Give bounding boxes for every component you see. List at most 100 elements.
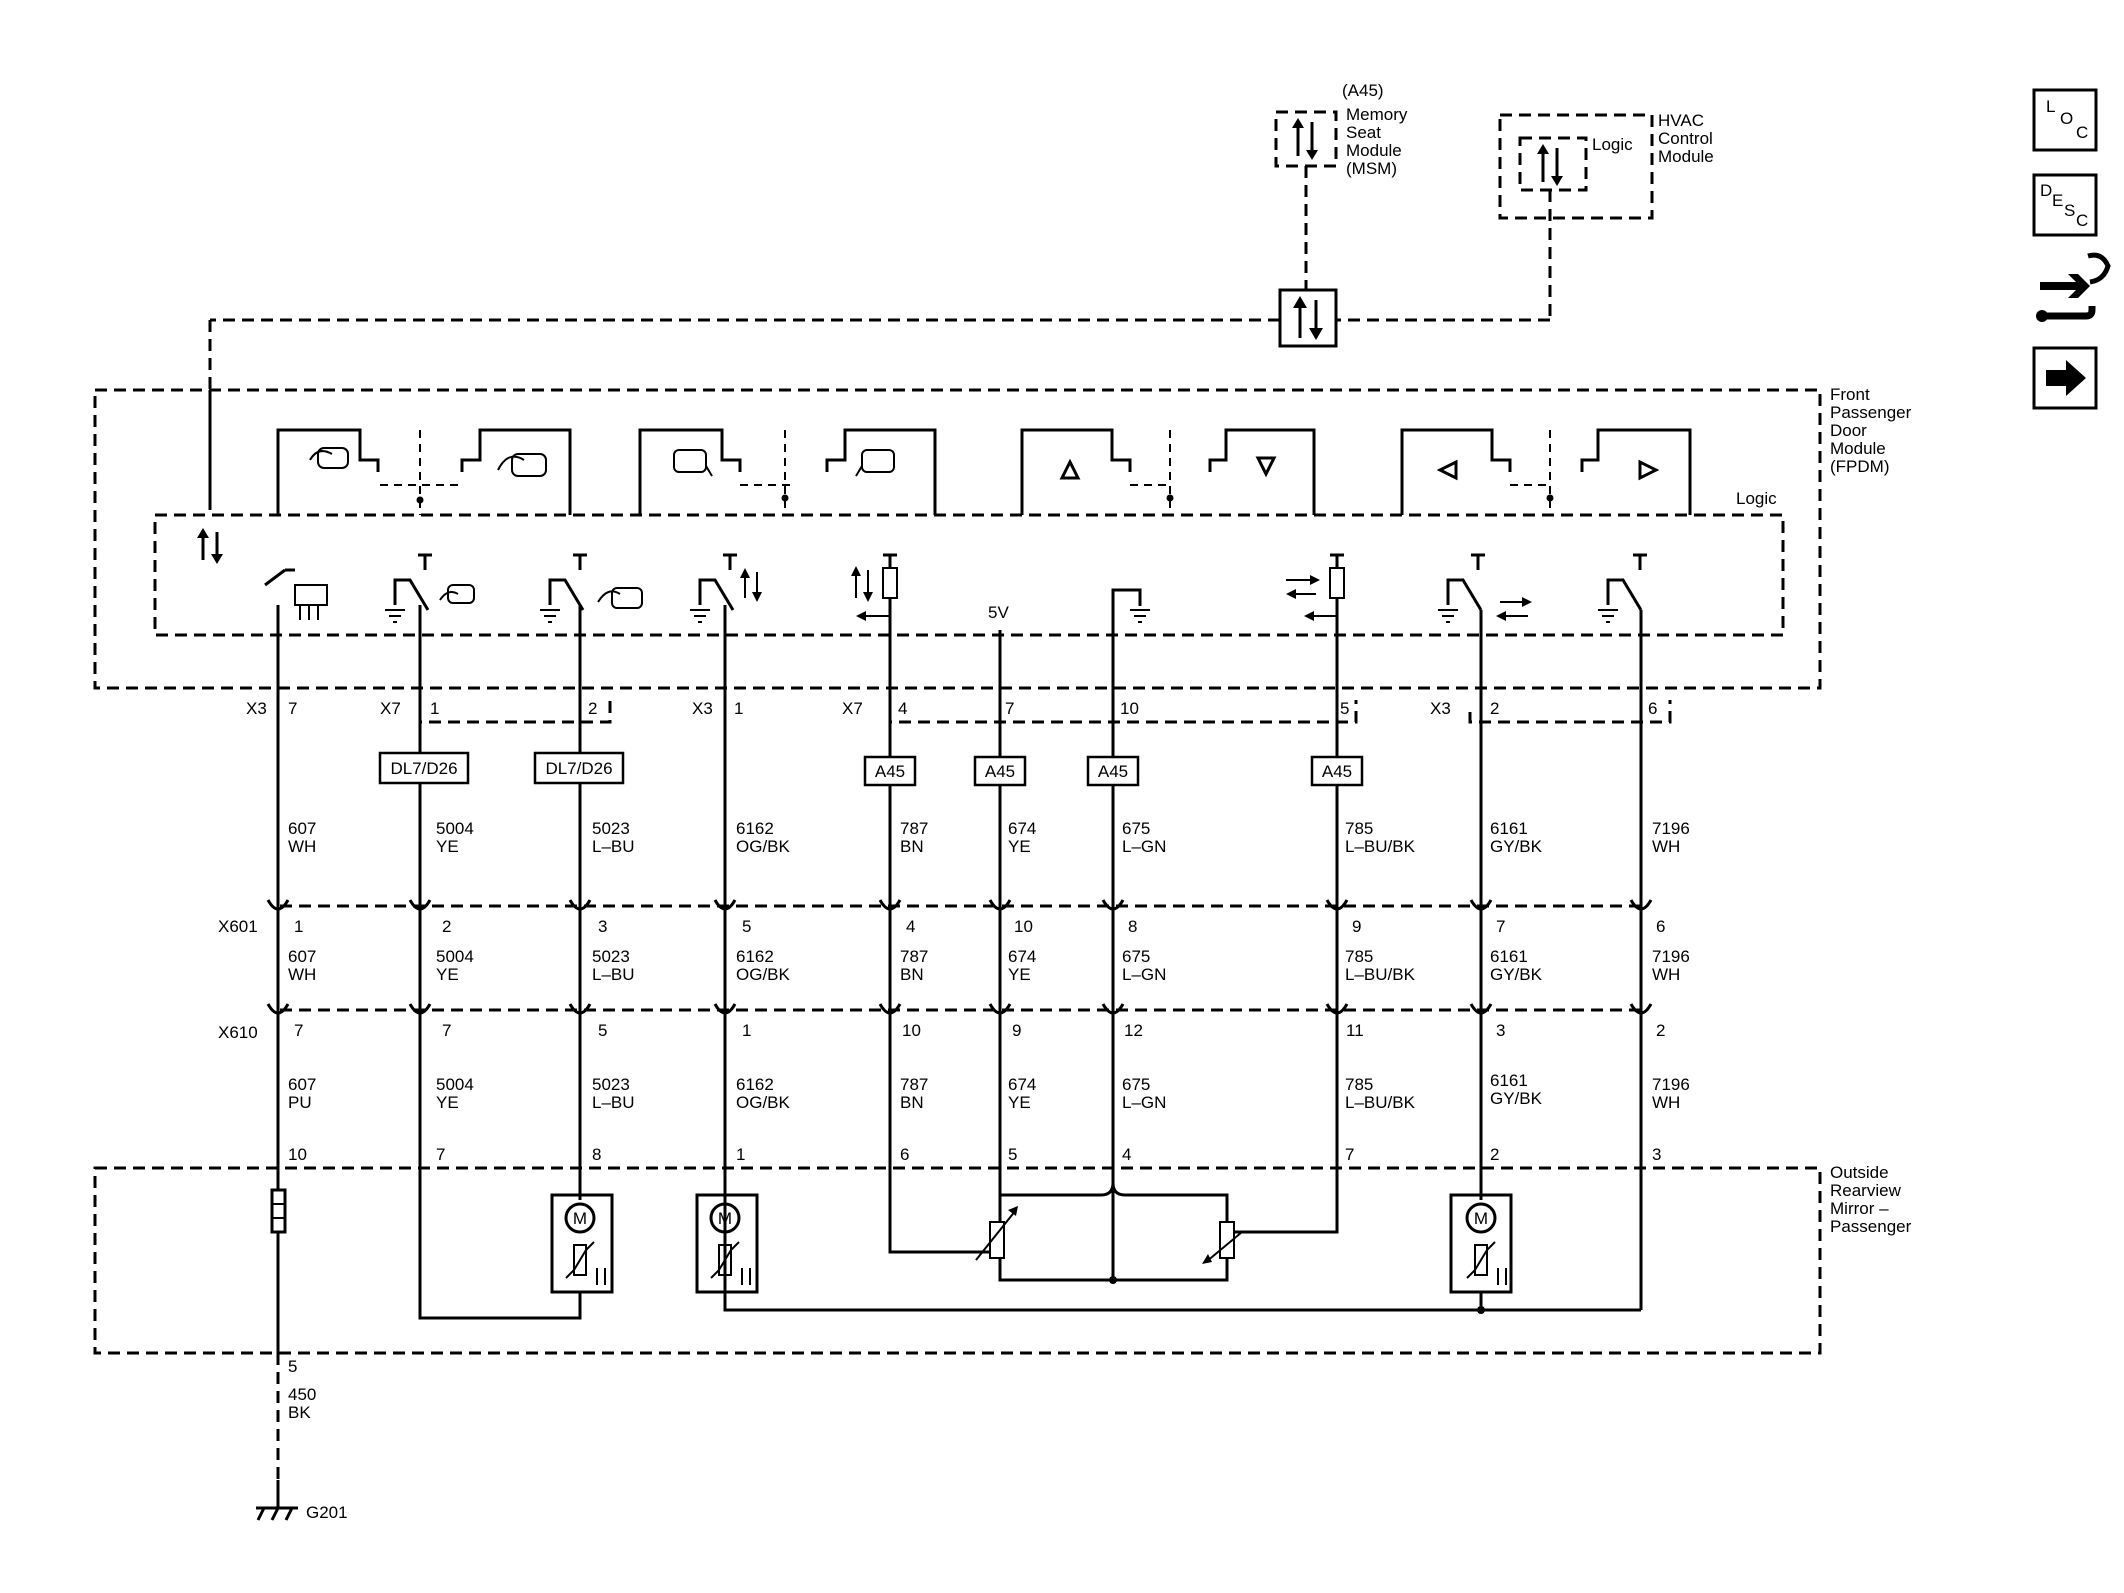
mirror-pin: 3 [1652, 1145, 1661, 1164]
wire-pin: 1 [734, 699, 743, 718]
position-sensor-input-icon [851, 553, 898, 621]
hvac-name-line: HVAC [1658, 111, 1704, 130]
wire-color: YE [1008, 1093, 1031, 1112]
wire-color: YE [436, 837, 459, 856]
terminal-pin: 10 [902, 1021, 921, 1040]
wire-color: OG/BK [736, 837, 791, 856]
desc-button[interactable]: D E S C [2032, 173, 2098, 237]
wire-number: 6161 [1490, 947, 1528, 966]
connector-label: X7 [380, 699, 401, 718]
wire-color: L–BU [592, 965, 635, 984]
splice-tag: A45 [985, 762, 1015, 781]
terminal-pin: 9 [1012, 1021, 1021, 1040]
wire-number: 607 [288, 1075, 316, 1094]
desc-icon-letter: E [2052, 191, 2063, 210]
msm-name-line: Module [1346, 141, 1402, 160]
bidirectional-arrow-icon [740, 568, 762, 602]
msm-name-line: Seat [1346, 123, 1381, 142]
mirror-down-icon [1255, 456, 1277, 478]
connector-label: X610 [218, 1023, 258, 1042]
fold-motor: M [550, 1193, 614, 1294]
loc-button[interactable]: L O C [2032, 88, 2098, 152]
mirror-right-select-icon [855, 449, 895, 477]
fpdm-name-line: Door [1830, 421, 1867, 440]
wire-number: 785 [1345, 947, 1373, 966]
wire-color: GY/BK [1490, 965, 1543, 984]
mirror-pin: 7 [436, 1145, 445, 1164]
wire-color: OG/BK [736, 965, 791, 984]
ground-symbol [1111, 588, 1150, 634]
wire-color: PU [288, 1093, 312, 1112]
wire-number: 6162 [736, 1075, 774, 1094]
mirror-name-line: Passenger [1830, 1217, 1912, 1236]
fpdm-module: Front Passenger Door Module (FPDM) Logic [93, 385, 1912, 690]
connector-label: X7 [842, 699, 863, 718]
desc-icon-letter: S [2064, 201, 2075, 220]
wire-pin: 2 [1490, 699, 1499, 718]
wire-pin: 5 [1340, 699, 1349, 718]
wire-number: 607 [288, 819, 316, 838]
bidirectional-data-icon [197, 528, 223, 564]
wire-color: OG/BK [736, 1093, 791, 1112]
wire-color: L–BU [592, 837, 635, 856]
next-button[interactable] [2032, 346, 2098, 410]
ground-circuit: 5 450 BK G201 [256, 1232, 348, 1522]
wire-number: 675 [1122, 947, 1150, 966]
switch-contact-icon [1598, 553, 1647, 623]
wire-labels-upper: 607 WH 5004 YE 5023 L–BU 6162 OG/BK 787 … [288, 819, 1690, 856]
wire-number: 785 [1345, 819, 1373, 838]
wire-color: GY/BK [1490, 837, 1543, 856]
hvac-module: Logic HVAC Control Module [1498, 111, 1714, 220]
terminal-pin: 12 [1124, 1021, 1143, 1040]
fpdm-name-line: Front [1830, 385, 1870, 404]
loc-icon: L [2046, 97, 2055, 116]
wire-number: 5004 [436, 1075, 474, 1094]
mirror-name-line: Mirror – [1830, 1199, 1889, 1218]
desc-icon-letter: C [2076, 211, 2088, 230]
bidirectional-data-icon [1537, 144, 1563, 186]
mirror-unfold-icon [597, 587, 643, 609]
splice-tags: DL7/D26 DL7/D26 A45 A45 A45 A45 [378, 751, 1364, 787]
wire-number: 6162 [736, 947, 774, 966]
wire-color: L–BU [592, 1093, 635, 1112]
next-arrow-icon [2046, 360, 2086, 396]
msm-id: (A45) [1342, 81, 1384, 100]
fpdm-logic-label: Logic [1736, 489, 1777, 508]
ground-wire-number: 450 [288, 1385, 316, 1404]
mirror-fold-icon [309, 447, 349, 469]
wire-color: L–GN [1122, 1093, 1166, 1112]
wire-color: L–BU/BK [1345, 965, 1416, 984]
bidirectional-data-icon [1292, 118, 1318, 160]
terminal-pin: 11 [1346, 1021, 1364, 1040]
wire-color: BN [900, 965, 924, 984]
splice-tag: DL7/D26 [390, 759, 457, 778]
motor-label: M [573, 1209, 587, 1228]
loc-icon-letter: O [2060, 109, 2073, 128]
mirror-name-line: Rearview [1830, 1181, 1902, 1200]
wire-number: 607 [288, 947, 316, 966]
terminal-pin: 3 [1496, 1021, 1505, 1040]
wire-number: 5023 [592, 1075, 630, 1094]
wire-pin: 6 [1648, 699, 1657, 718]
bidirectional-arrow-icon [1496, 597, 1532, 621]
wire-number: 5004 [436, 947, 474, 966]
wire-pin: 7 [1005, 699, 1014, 718]
terminal-pin: 9 [1352, 917, 1361, 936]
wire-color: WH [1652, 965, 1680, 984]
wire-number: 674 [1008, 947, 1036, 966]
wire-color: L–BU/BK [1345, 1093, 1416, 1112]
mirror-up-icon [1059, 458, 1081, 480]
mirror-pins: 10 7 8 1 6 5 4 7 2 3 [288, 1145, 1661, 1164]
mirror-pin: 6 [900, 1145, 909, 1164]
mirror-left-icon [1436, 459, 1458, 481]
mirror-fold-icon [439, 584, 475, 604]
terminal-pin: 7 [294, 1021, 303, 1040]
mirror-right-icon [1638, 459, 1660, 481]
x601-pins: 1 2 3 5 4 10 8 9 7 6 [294, 917, 1665, 936]
wire-number: 6161 [1490, 819, 1528, 838]
troubleshoot-button[interactable] [2036, 252, 2111, 322]
mirror-leftright-switch-tabs [1400, 428, 1692, 515]
wire-color: WH [288, 965, 316, 984]
mirror-name-line: Outside [1830, 1163, 1889, 1182]
